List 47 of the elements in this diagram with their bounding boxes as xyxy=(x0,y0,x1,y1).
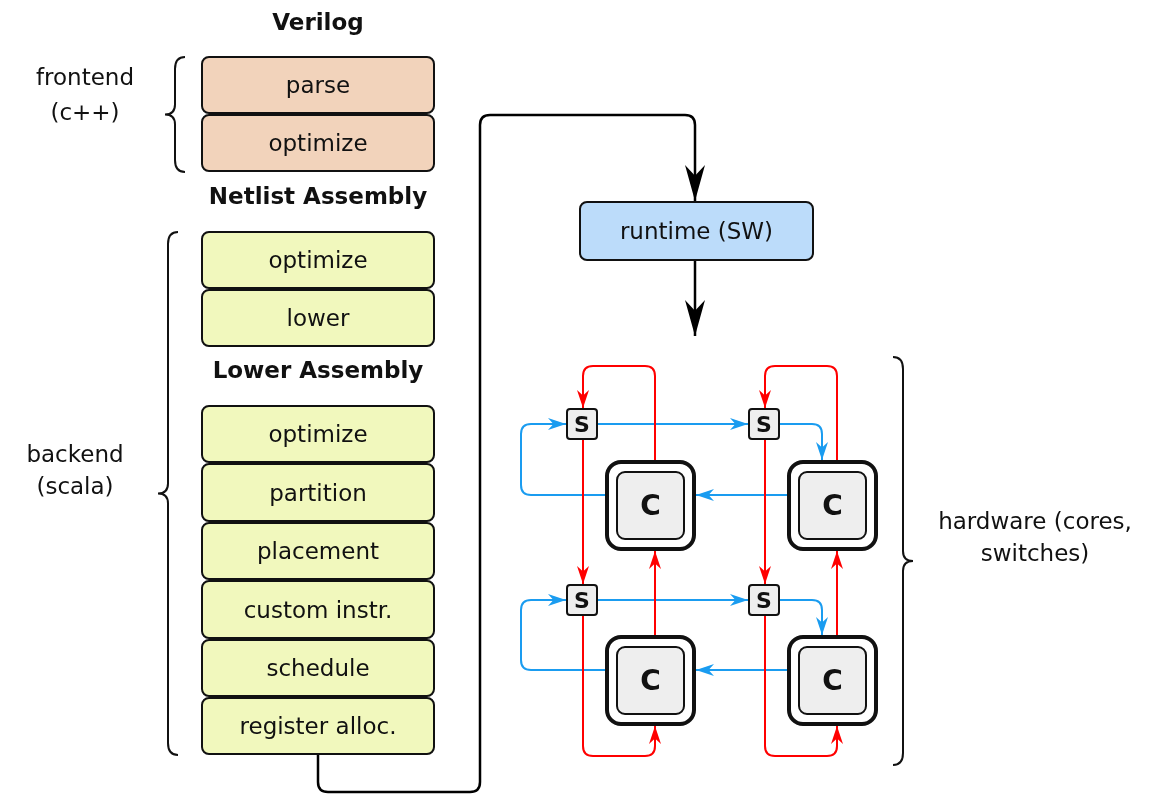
process-box: custom instr. xyxy=(201,580,435,639)
bracket-label: frontend (c++) xyxy=(34,63,135,127)
core-box xyxy=(605,635,696,726)
arrow xyxy=(779,599,828,636)
arrow xyxy=(582,615,661,757)
arrow xyxy=(695,664,788,676)
arrow xyxy=(577,365,656,461)
switch-box: S xyxy=(748,584,780,616)
core-box xyxy=(787,635,878,726)
runtime-box: runtime (SW) xyxy=(579,201,814,261)
process-box: partition xyxy=(201,463,435,522)
process-box: lower xyxy=(201,289,435,347)
process-box: optimize xyxy=(201,114,435,172)
arrow xyxy=(764,615,843,757)
section-heading: Lower Assembly xyxy=(211,356,425,385)
process-box: schedule xyxy=(201,639,435,697)
bracket-label: hardware (cores, switches) xyxy=(937,507,1133,569)
process-box: register alloc. xyxy=(201,697,435,755)
switch-box: S xyxy=(566,408,598,440)
section-heading: Verilog xyxy=(271,8,365,37)
arrow xyxy=(831,550,843,636)
arrow xyxy=(597,418,749,430)
core-label: C xyxy=(798,471,867,540)
switch-box: S xyxy=(566,584,598,616)
core-label: C xyxy=(616,646,685,715)
arrow xyxy=(520,594,606,671)
arrow xyxy=(597,594,749,606)
process-box: optimize xyxy=(201,231,435,289)
arrow xyxy=(649,550,661,636)
core-box xyxy=(787,460,878,551)
arrow xyxy=(520,418,606,496)
arrow xyxy=(316,113,705,794)
process-box: parse xyxy=(201,56,435,114)
core-label: C xyxy=(798,646,867,715)
process-box: optimize xyxy=(201,405,435,463)
switch-box: S xyxy=(748,408,780,440)
arrow xyxy=(695,489,788,501)
arrow xyxy=(577,439,589,585)
process-box: placement xyxy=(201,522,435,580)
bracket-label: backend (scala) xyxy=(25,440,125,502)
section-heading: Netlist Assembly xyxy=(207,182,429,211)
core-label: C xyxy=(616,471,685,540)
core-box xyxy=(605,460,696,551)
arrow xyxy=(759,439,771,585)
arrow xyxy=(779,423,828,461)
arrow xyxy=(685,261,705,336)
arrow xyxy=(759,365,838,461)
